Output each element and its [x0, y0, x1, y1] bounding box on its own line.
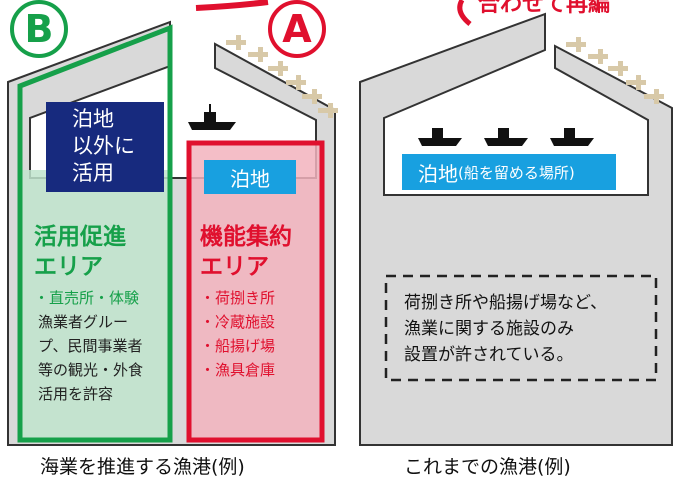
badge-b: B: [10, 0, 68, 58]
zone-a-text: 機能集約 エリア ・荷捌き所 ・冷蔵施設 ・船揚げ場 ・漁具倉庫: [200, 222, 320, 382]
zone-b-title: 活用促進: [34, 224, 126, 250]
zone-b-item: 漁業者グルー: [38, 313, 129, 331]
boat-icon: [188, 104, 236, 130]
caption-right: これまでの漁港(例): [404, 456, 571, 478]
zone-a-item: ・漁具倉庫: [200, 361, 276, 379]
mooring-label-right: 泊地 (船を留める場所): [402, 154, 616, 190]
zone-b-item: プ、民間事業者: [38, 337, 143, 355]
other-use-line: 泊地: [72, 107, 114, 131]
arrow-curve-right: [457, 0, 472, 26]
mooring-label-left: 泊地: [204, 160, 296, 194]
other-use-box: 泊地 以外に 活用: [46, 102, 164, 192]
notice-line: 設置が許されている。: [404, 345, 574, 365]
mooring-note: (船を留める場所): [458, 163, 575, 182]
zone-a-item: ・冷蔵施設: [200, 313, 276, 331]
zone-a-item: ・荷捌き所: [200, 289, 276, 307]
zone-b-title: エリア: [34, 254, 103, 280]
zone-a-title: エリア: [200, 254, 269, 280]
notice-line: 漁業に関する施設のみ: [404, 319, 574, 339]
mooring-label: 泊地: [418, 161, 458, 186]
notice-line: 荷捌き所や船揚げ場など、: [404, 293, 608, 313]
other-use-line: 活用: [72, 161, 114, 185]
zone-b-item: 等の観光・外食: [38, 361, 144, 379]
zone-a-title: 機能集約: [200, 224, 292, 250]
caption-left: 海業を推進する漁港(例): [40, 456, 245, 478]
zone-b-item: 活用を許容: [38, 385, 114, 403]
zone-a-item: ・船揚げ場: [200, 337, 276, 355]
right-pier: [359, 12, 673, 446]
other-use-line: 以外に: [72, 134, 135, 158]
arrow-curve-a: [195, 0, 269, 11]
notice-text: 荷捌き所や船揚げ場など、 漁業に関する施設のみ 設置が許されている。: [404, 290, 654, 368]
tetrapod-icons-left: [226, 35, 338, 118]
zone-b-fill: [22, 170, 168, 440]
badge-a: A: [268, 0, 326, 58]
top-banner-text: 合わせて再編: [478, 0, 611, 17]
zone-b-text: 活用促進 エリア ・直売所・体験 漁業者グルー プ、民間事業者 等の観光・外食 …: [34, 222, 164, 406]
zone-b-border: [17, 24, 173, 443]
tetrapod-icons-right: [566, 37, 664, 104]
zone-a-border: [186, 140, 325, 443]
zone-b-item: ・直売所・体験: [34, 289, 140, 307]
boat-icons-right: [418, 128, 594, 146]
